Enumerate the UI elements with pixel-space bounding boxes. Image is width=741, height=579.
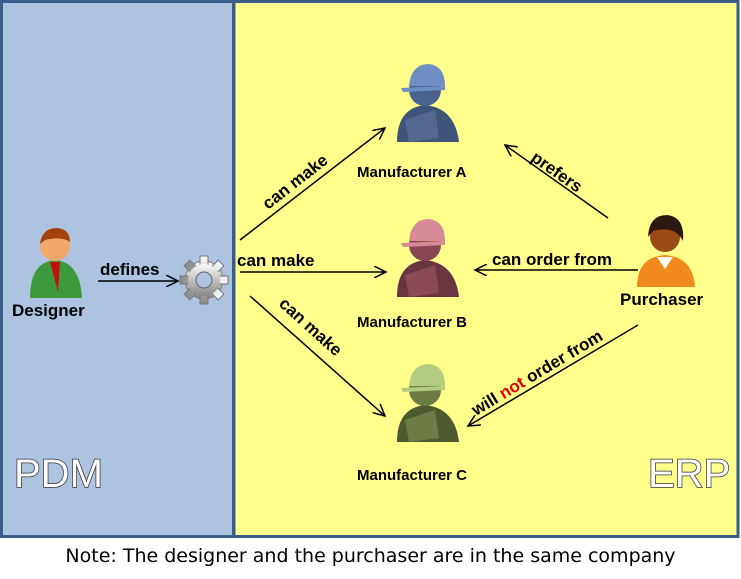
can-order-from-label: can order from	[492, 250, 612, 269]
manufacturer-b-label: Manufacturer B	[357, 314, 467, 331]
manufacturer-a-icon	[397, 64, 459, 142]
can-make-c-arrow	[249, 295, 385, 416]
manufacturer-c-icon	[397, 364, 459, 442]
defines-label: defines	[100, 260, 160, 279]
note-text: Note: The designer and the purchaser are…	[65, 545, 676, 567]
manufacturer-a-label: Manufacturer A	[357, 164, 467, 181]
designer-label: Designer	[12, 301, 85, 320]
purchaser-icon	[637, 215, 695, 287]
manufacturer-c-label: Manufacturer C	[357, 467, 467, 484]
diagram: PDM ERP Designer defines can make can ma…	[0, 0, 740, 538]
gear-icon	[179, 255, 229, 305]
pdm-label: PDM	[14, 452, 103, 496]
erp-label: ERP	[648, 452, 730, 496]
can-make-a-arrow	[239, 128, 385, 241]
purchaser-label: Purchaser	[620, 290, 704, 309]
will-not-order-from-arrow	[468, 324, 639, 426]
can-make-b-label: can make	[237, 251, 315, 270]
prefers-arrow	[505, 145, 609, 219]
designer-icon	[30, 228, 82, 298]
manufacturer-b-icon	[397, 219, 459, 297]
